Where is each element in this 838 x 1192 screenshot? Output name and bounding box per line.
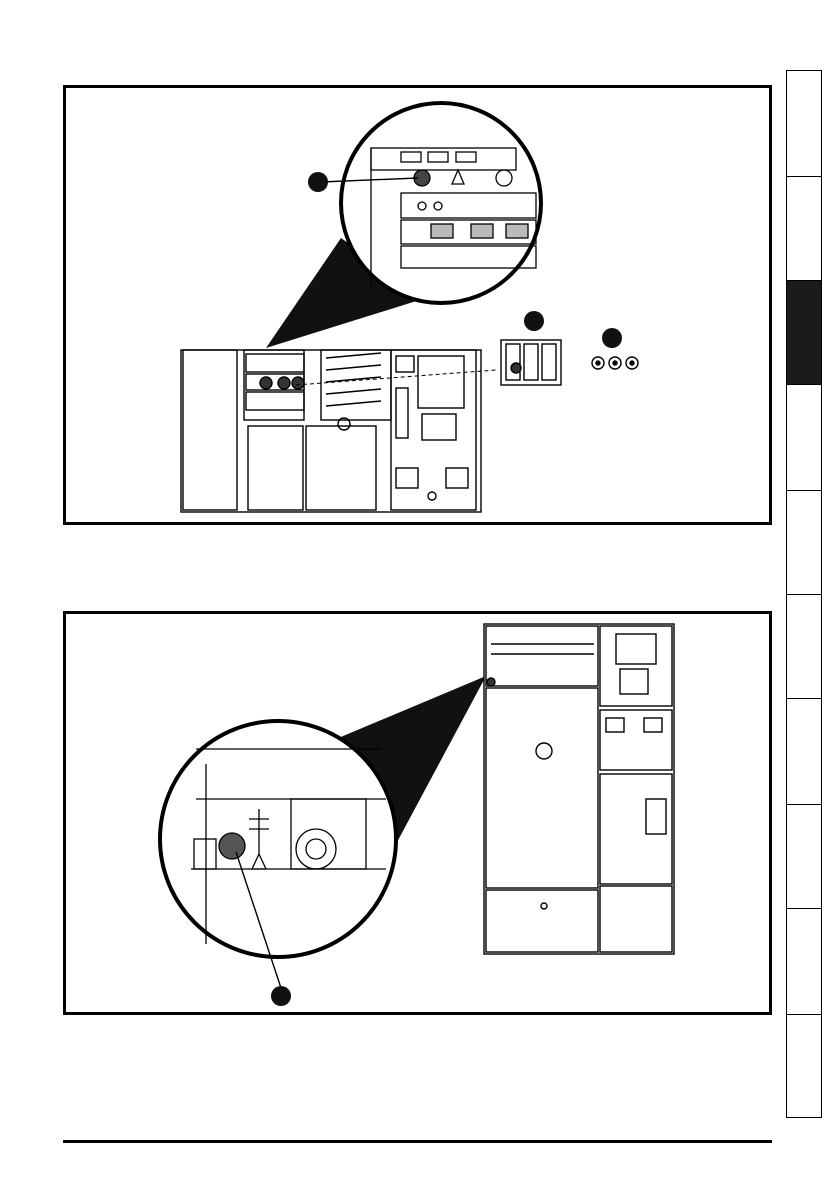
chapter-tab-6[interactable] xyxy=(787,595,821,699)
chapter-tab-3-active[interactable] xyxy=(787,281,821,385)
chapter-tab-1[interactable] xyxy=(787,71,821,177)
figure-bottom xyxy=(63,611,772,1015)
chapter-tab-10[interactable] xyxy=(787,1015,821,1119)
chapter-tab-4[interactable] xyxy=(787,385,821,491)
drive-terminal-cover-illustration xyxy=(66,88,769,522)
callout-2-marker xyxy=(524,311,544,331)
figure-top xyxy=(63,85,772,525)
terminal-nuts xyxy=(592,357,638,369)
zoom-detail-top xyxy=(341,103,541,303)
callout-3-marker xyxy=(602,328,622,348)
chapter-tab-7[interactable] xyxy=(787,699,821,805)
drive-earth-screw-illustration xyxy=(66,614,769,1012)
chapter-tab-2[interactable] xyxy=(787,177,821,281)
chapter-tab-8[interactable] xyxy=(787,805,821,909)
chapter-tab-5[interactable] xyxy=(787,491,821,595)
zoom-detail-bottom xyxy=(160,721,396,957)
chapter-tab-9[interactable] xyxy=(787,909,821,1015)
drive-front xyxy=(484,624,674,954)
terminal-block xyxy=(501,340,561,385)
callout-1-marker xyxy=(271,986,291,1006)
chapter-tab-strip xyxy=(786,70,822,1118)
callout-1-marker xyxy=(308,172,328,192)
footer-rule xyxy=(63,1140,772,1143)
